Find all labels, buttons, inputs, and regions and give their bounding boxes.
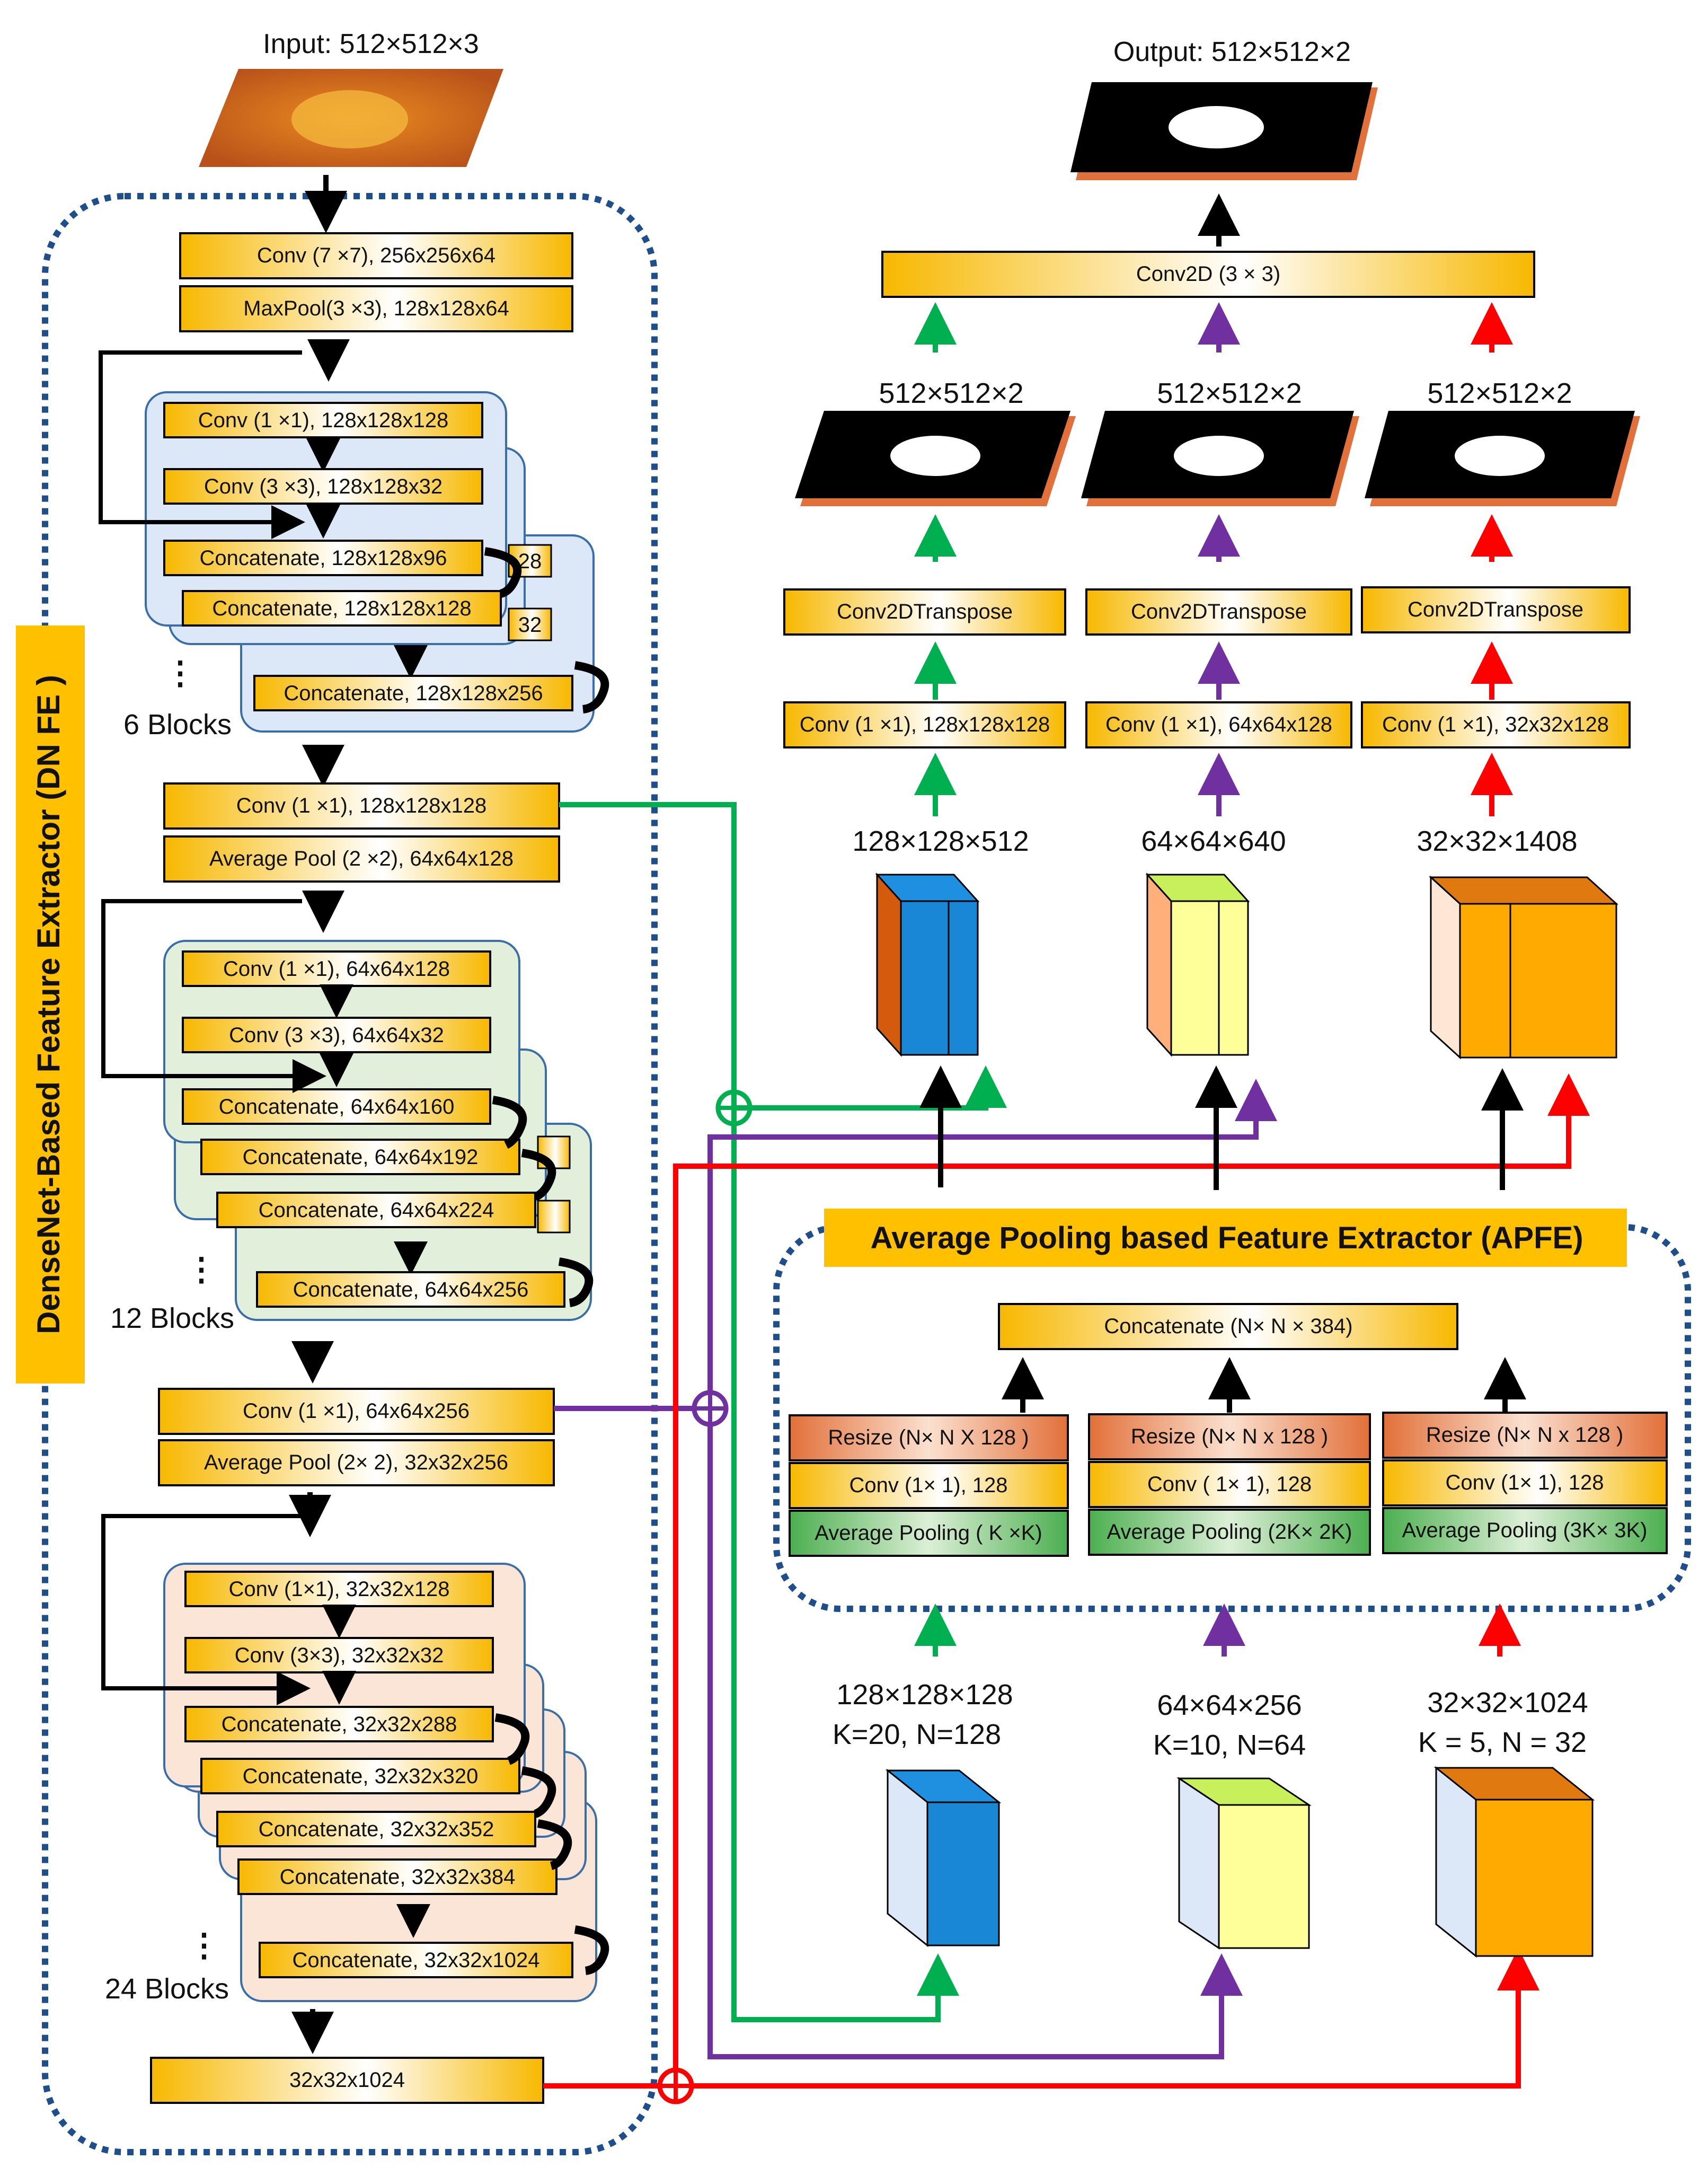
branch2-conv-label: Conv (1 ×1), 64x64x128 [1105, 713, 1332, 736]
conv7-label: Conv (7 ×7), 256x256x64 [257, 244, 495, 267]
trans2-conv-box: Conv (1 ×1), 64x64x256 [158, 1388, 555, 1435]
block3-cat2-label: Concatenate, 32x32x320 [243, 1765, 479, 1788]
branch1-out-label: 512×512×2 [879, 377, 1023, 409]
block1-conv3-label: Conv (3 ×3), 128x128x32 [204, 475, 443, 498]
trans1-conv-box: Conv (1 ×1), 128x128x128 [163, 782, 560, 830]
branch1-conv-label: Conv (1 ×1), 128x128x128 [800, 713, 1050, 736]
branch3-transpose-label: Conv2DTranspose [1408, 598, 1583, 621]
purple-skip-line [554, 1079, 1277, 1411]
dnfe-side-label: DenseNet-Based Feature Extractor (DN FE … [16, 626, 85, 1384]
block1-dots: ⋮ [164, 655, 196, 691]
apfe-col2-resize-label: Resize (N× N x 128 ) [1131, 1425, 1328, 1448]
apfe-column-3: Resize (N× N x 128 ) Conv (1× 1), 128 Av… [1382, 1357, 1668, 1554]
apfe-column-1: Resize (N× N X 128 ) Conv (1× 1), 128 Av… [789, 1357, 1069, 1557]
green-skip-line [559, 802, 959, 2022]
block3-cat-last-label: Concatenate, 32x32x1024 [292, 1949, 539, 1972]
green-skip-to-cube [734, 1065, 1007, 1111]
apfe-col3-resize-label: Resize (N× N x 128 ) [1426, 1423, 1623, 1447]
branch1-cube-label: 128×128×512 [852, 825, 1029, 857]
apfe-col1-conv-label: Conv (1× 1), 128 [849, 1474, 1007, 1497]
branch3-cube-label: 32×32×1408 [1417, 825, 1577, 857]
block2-dots: ⋮ [185, 1252, 217, 1287]
apfe-input3-params: K = 5, N = 32 [1418, 1726, 1587, 1758]
red-skip-line [543, 1948, 1539, 2089]
dnfe-label: DenseNet-Based Feature Extractor (DN FE … [31, 675, 66, 1334]
trans2-pool-box: Average Pool (2× 2), 32x32x256 [158, 1439, 555, 1486]
trans2-conv-label: Conv (1 ×1), 64x64x256 [243, 1399, 470, 1423]
dense-block-2: Conv (1 ×1), 64x64x128 Conv (3 ×3), 64x6… [101, 899, 594, 1321]
output-mask [1070, 82, 1378, 180]
input-cube-3 [1433, 1766, 1595, 1958]
conv2d-label: Conv2D (3 × 3) [1136, 262, 1280, 286]
branch2-cube-label: 64×64×640 [1141, 825, 1286, 857]
trans1-conv-label: Conv (1 ×1), 128x128x128 [236, 794, 487, 817]
trans1-pool-label: Average Pool (2 ×2), 64x64x128 [209, 847, 514, 870]
block1-cat1-label: Concatenate, 128x128x96 [199, 547, 447, 570]
apfe-title: Average Pooling based Feature Extractor … [824, 1209, 1627, 1267]
dense-block-1: 28 32 Conv (1 ×1), 128x128x128 Conv (3 ×… [99, 350, 609, 733]
branch2-transpose-label: Conv2DTranspose [1131, 600, 1307, 623]
input-cube-1 [885, 1768, 1002, 1948]
block3-count: 24 Blocks [105, 1973, 229, 2005]
block2-cat-last-label: Concatenate, 64x64x256 [293, 1278, 529, 1301]
apfe-col2-pool-label: Average Pooling (2K× 2K) [1107, 1520, 1352, 1544]
apfe-col1-pool-label: Average Pooling ( K ×K) [815, 1521, 1042, 1545]
trans2-pool-label: Average Pool (2× 2), 32x32x256 [204, 1451, 508, 1474]
block2-cat2-label: Concatenate, 64x64x192 [243, 1146, 479, 1169]
purple-skip-line-down [707, 1408, 1243, 2059]
apfe-input2-params: K=10, N=64 [1153, 1729, 1306, 1761]
conv2d-box: Conv2D (3 × 3) [881, 251, 1535, 298]
block2-count: 12 Blocks [110, 1302, 234, 1334]
apfe-concat-box: Concatenate (N× N × 384) [998, 1303, 1458, 1350]
conv7-box: Conv (7 ×7), 256x256x64 [179, 232, 573, 279]
apfe-column-2: Resize (N× N x 128 ) Conv ( 1× 1), 128 A… [1088, 1357, 1371, 1556]
block3-cat4-label: Concatenate, 32x32x384 [280, 1865, 516, 1889]
dense-block-3: Conv (1×1), 32x32x128 Conv (3×3), 32x32x… [101, 1514, 609, 2002]
block3-dots: ⋮ [188, 1927, 220, 1963]
block2-conv1-label: Conv (1 ×1), 64x64x128 [223, 957, 450, 981]
trans1-pool-box: Average Pool (2 ×2), 64x64x128 [163, 835, 560, 883]
decoder-branch-3: 512×512×2 Conv2DTranspose Conv (1 ×1), 3… [1361, 302, 1640, 1190]
block2-cat1-label: Concatenate, 64x64x160 [219, 1095, 455, 1118]
block3-conv1-label: Conv (1×1), 32x32x128 [229, 1578, 450, 1601]
input-optic-disc [291, 90, 408, 148]
block3-cat3-label: Concatenate, 32x32x352 [259, 1818, 494, 1841]
block2-conv3-label: Conv (3 ×3), 64x64x32 [229, 1024, 444, 1047]
branch1-transpose-label: Conv2DTranspose [837, 600, 1013, 623]
block1-cat2-label: Concatenate, 128x128x128 [212, 597, 471, 620]
final-feature-label: 32x32x1024 [289, 2068, 405, 2092]
block1-cat-last-label: Concatenate, 128x128x256 [284, 682, 543, 705]
block1-peek-label-2: 32 [518, 613, 542, 637]
apfe-input1-dims: 128×128×128 [836, 1679, 1013, 1711]
apfe-input2-dims: 64×64×256 [1157, 1689, 1302, 1721]
apfe-concat-label: Concatenate (N× N × 384) [1104, 1315, 1352, 1338]
apfe-col3-pool-label: Average Pooling (3K× 3K) [1402, 1519, 1648, 1542]
apfe-col2-conv-label: Conv ( 1× 1), 128 [1147, 1473, 1312, 1496]
block3-cat1-label: Concatenate, 32x32x288 [222, 1713, 457, 1736]
decoder-branch-2: 512×512×2 Conv2DTranspose Conv (1 ×1), 6… [1081, 302, 1359, 1190]
final-feature-box: 32x32x1024 [150, 2057, 544, 2104]
maxpool-box: MaxPool(3 ×3), 128x128x64 [179, 285, 573, 332]
block1-peek-label-1: 28 [518, 550, 542, 573]
block1-conv1-label: Conv (1 ×1), 128x128x128 [198, 409, 449, 432]
block1-count: 6 Blocks [123, 709, 232, 741]
apfe-input3-dims: 32×32×1024 [1427, 1687, 1588, 1719]
apfe-input1-params: K=20, N=128 [833, 1719, 1001, 1750]
red-skip-up [673, 1073, 1590, 2086]
maxpool-label: MaxPool(3 ×3), 128x128x64 [243, 297, 509, 320]
apfe-label: Average Pooling based Feature Extractor … [870, 1221, 1583, 1255]
apfe-col1-resize-label: Resize (N× N X 128 ) [828, 1426, 1029, 1449]
output-label: Output: 512×512×2 [1113, 37, 1351, 67]
block2-cat3-label: Concatenate, 64x64x224 [259, 1199, 494, 1222]
decoder-branch-1: 512×512×2 Conv2DTranspose Conv (1 ×1), 1… [783, 302, 1076, 1187]
branch3-out-label: 512×512×2 [1427, 377, 1572, 409]
apfe-col3-conv-label: Conv (1× 1), 128 [1445, 1471, 1604, 1494]
branch3-conv-label: Conv (1 ×1), 32x32x128 [1382, 713, 1609, 736]
branch2-out-label: 512×512×2 [1157, 377, 1302, 409]
block3-conv3-label: Conv (3×3), 32x32x32 [235, 1644, 444, 1667]
input-label: Input: 512×512×3 [263, 29, 479, 59]
input-cube-2 [1176, 1777, 1312, 1950]
